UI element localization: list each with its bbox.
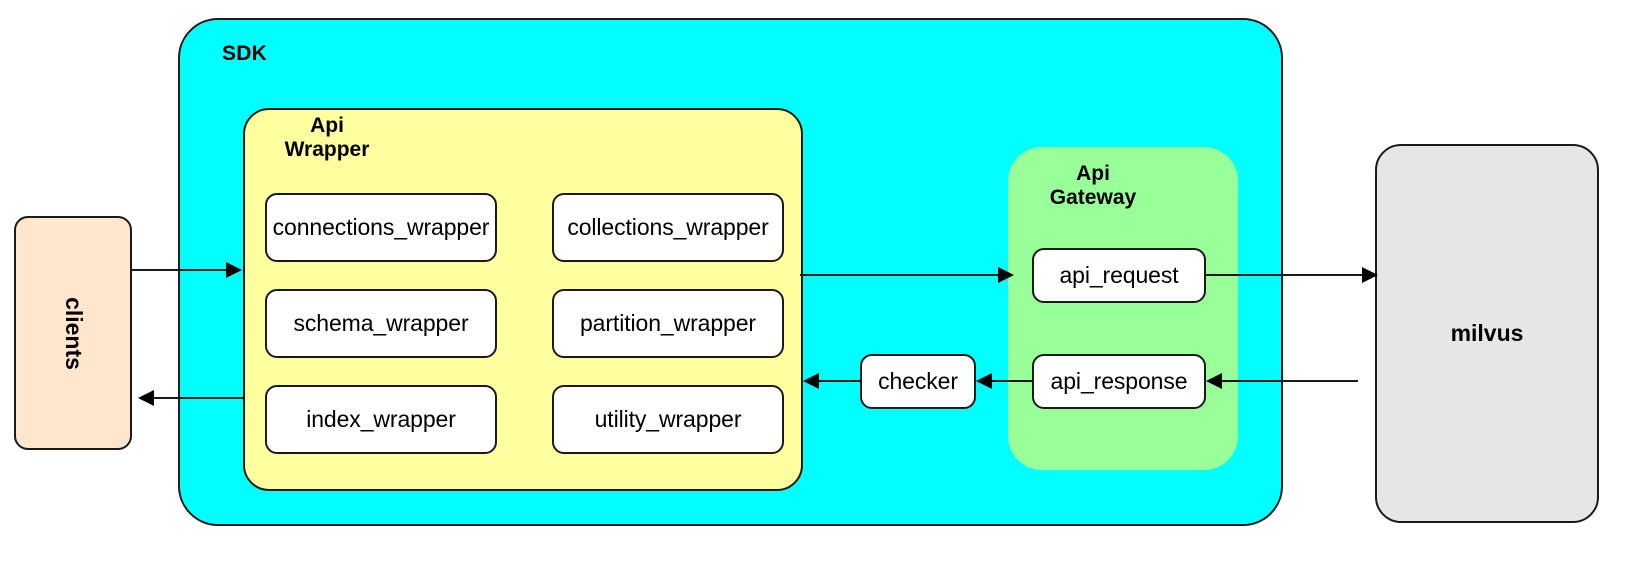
node-utility-wrapper[interactable]: utility_wrapper	[552, 385, 784, 454]
milvus-box[interactable]: milvus	[1375, 144, 1599, 523]
api-gateway-label: Api Gateway	[1049, 162, 1137, 210]
node-partition-wrapper[interactable]: partition_wrapper	[552, 289, 784, 358]
node-collections-wrapper[interactable]: collections_wrapper	[552, 193, 784, 262]
edge-api-response-to-checker	[976, 373, 1034, 389]
clients-label: clients	[60, 296, 87, 370]
clients-box[interactable]: clients	[14, 216, 132, 450]
sdk-label: SDK	[222, 42, 267, 65]
edge-milvus-to-api-response	[1206, 373, 1358, 389]
api-wrapper-label: Api Wrapper	[284, 114, 370, 162]
node-checker[interactable]: checker	[860, 354, 976, 409]
edge-api-request-to-milvus	[1206, 267, 1378, 283]
api-gateway-container[interactable]	[1008, 147, 1238, 470]
edge-clients-to-api-wrapper	[130, 262, 242, 278]
edge-checker-to-api-wrapper	[803, 373, 861, 389]
node-index-wrapper[interactable]: index_wrapper	[265, 385, 497, 454]
node-api-response[interactable]: api_response	[1032, 354, 1206, 409]
edge-sdk-to-clients	[138, 390, 244, 406]
node-schema-wrapper[interactable]: schema_wrapper	[265, 289, 497, 358]
edge-api-wrapper-to-api-gateway	[800, 267, 1014, 283]
node-api-request[interactable]: api_request	[1032, 248, 1206, 303]
node-connections-wrapper[interactable]: connections_wrapper	[265, 193, 497, 262]
